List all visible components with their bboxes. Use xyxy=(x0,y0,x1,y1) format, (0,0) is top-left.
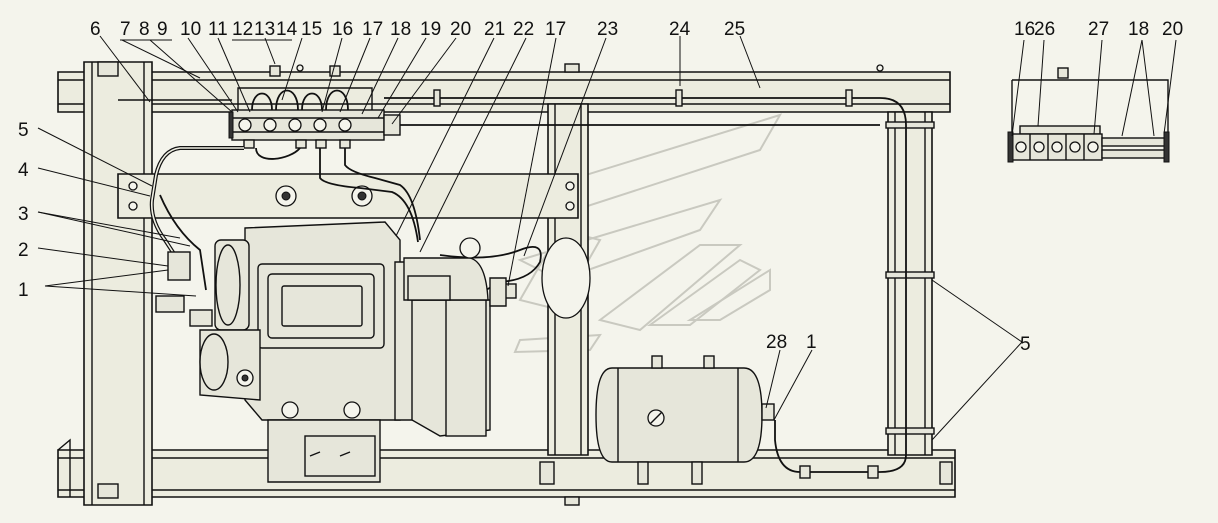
label-28: 28 xyxy=(766,332,787,353)
label-23: 23 xyxy=(597,19,618,40)
label-5b: 5 xyxy=(1020,334,1031,355)
frame-crossbar xyxy=(117,173,579,219)
label-9: 9 xyxy=(157,19,168,40)
label-1: 1 xyxy=(18,280,29,301)
label-15: 15 xyxy=(301,19,322,40)
engine-sump xyxy=(267,401,381,483)
label-4: 4 xyxy=(18,160,29,181)
label-18: 18 xyxy=(390,19,411,40)
label-17: 17 xyxy=(362,19,383,40)
engine-gearbox xyxy=(155,221,517,437)
label-7: 7 xyxy=(120,19,131,40)
label-12: 12 xyxy=(232,19,253,40)
label-3: 3 xyxy=(18,204,29,225)
label-14: 14 xyxy=(276,19,298,40)
label-16: 16 xyxy=(332,19,353,40)
label-2: 2 xyxy=(18,240,29,261)
label-11: 11 xyxy=(208,19,228,40)
inset-label-26: 26 xyxy=(1034,19,1055,40)
air-receiver-tank xyxy=(595,355,775,485)
label-24: 24 xyxy=(669,19,691,40)
label-21: 21 xyxy=(484,19,505,40)
callout-labels: 6 7 8 9 10 11 12 13 14 15 16 17 18 19 20… xyxy=(18,19,1183,355)
inset-valve-block-detail xyxy=(1007,67,1170,163)
label-8: 8 xyxy=(139,19,150,40)
inset-label-27: 27 xyxy=(1088,19,1109,40)
label-6: 6 xyxy=(90,19,101,40)
label-22: 22 xyxy=(513,19,534,40)
air-pipelines xyxy=(149,89,907,479)
label-20: 20 xyxy=(450,19,471,40)
leader-lines xyxy=(37,35,1177,441)
frame-oval-cutout xyxy=(541,237,591,319)
label-13: 13 xyxy=(254,19,275,40)
inset-label-20: 20 xyxy=(1162,19,1183,40)
valve-block-assembly xyxy=(228,65,401,149)
label-10: 10 xyxy=(180,19,201,40)
label-17b: 17 xyxy=(545,19,566,40)
label-5: 5 xyxy=(18,120,29,141)
label-19: 19 xyxy=(420,19,441,40)
frame-right-crossmember xyxy=(885,111,935,456)
watermark-logo xyxy=(501,113,783,354)
frame-top-rail xyxy=(57,63,951,113)
frame-left-crossmember xyxy=(83,61,153,506)
label-1b: 1 xyxy=(806,332,817,353)
label-25: 25 xyxy=(724,19,745,40)
inset-label-18: 18 xyxy=(1128,19,1149,40)
inset-label-16: 16 xyxy=(1014,19,1035,40)
